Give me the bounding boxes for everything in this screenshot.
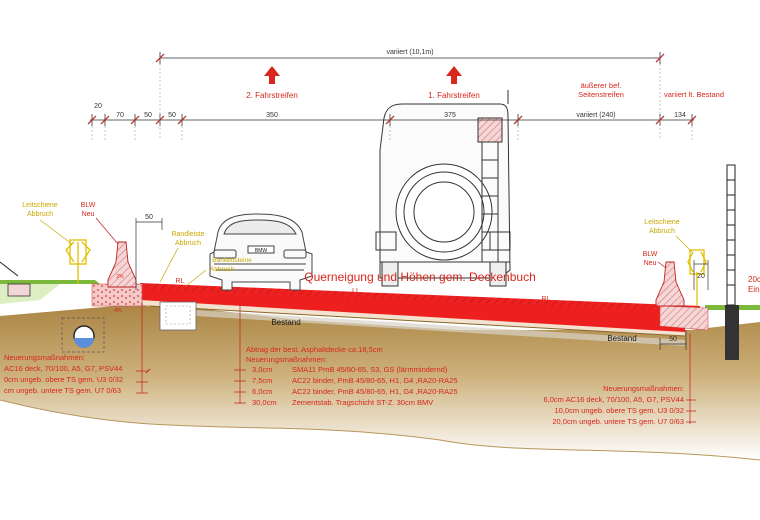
dim-seg-5: 350 <box>266 112 278 119</box>
lane-1-label: 1. Fahrstreifen <box>428 91 480 100</box>
right-notes-ticks <box>686 399 696 423</box>
right-blw-neu: Neu <box>644 260 657 267</box>
left-50-dimension <box>135 218 163 290</box>
left-notes-row-3: cm ungeb. untere TS gem. U7 0/63 <box>4 386 121 395</box>
lane-1-arrow-icon <box>446 66 462 84</box>
fence-post <box>725 164 739 360</box>
bankett-leader <box>185 269 207 287</box>
svg-text:7,5cm: 7,5cm <box>252 376 272 385</box>
bestand-left: Bestand <box>271 318 300 327</box>
right-20-dimension <box>693 260 709 290</box>
randleiste-abbruch: Abbruch <box>175 240 201 247</box>
bankett-label: Bankettsteine <box>212 257 252 264</box>
randleiste-inner <box>165 305 191 325</box>
svg-text:Zementstab. Tragschicht ST-Z.: Zementstab. Tragschicht ST-Z. 30cm BMV <box>292 398 433 407</box>
dim-seg-3: 50 <box>144 112 152 119</box>
dim-seg-7: variiert (240) <box>576 112 615 119</box>
existing-light <box>195 310 685 346</box>
overall-dimension-label: variiert (10,1m) <box>386 49 433 56</box>
center-title: Querneigung und Höhen gem. Deckenbuch <box>304 270 536 284</box>
dim-seg-4: 50 <box>168 112 176 119</box>
left-dim-50: 50 <box>145 214 153 221</box>
svg-text:AC22 binder, PmB 45/80-65, H1,: AC22 binder, PmB 45/80-65, H1, G4 ,RA20-… <box>292 376 458 385</box>
left-slope-small2: 4% <box>114 308 122 314</box>
randleiste-label: Randleiste <box>171 231 204 238</box>
middle-row-3: 6,0cm AC22 binder, PmB 45/80-65, H1, G4 … <box>234 387 458 396</box>
right-cut-20: 20c <box>748 275 760 284</box>
left-slope-small: 2% <box>116 274 124 280</box>
overall-dimension <box>155 52 665 64</box>
svg-text:30,0cm: 30,0cm <box>252 398 277 407</box>
bankett-abbruch: Abbruch <box>210 266 235 273</box>
right-shoulder-gravel <box>659 305 709 331</box>
randleiste-leader <box>159 247 179 283</box>
middle-row-1: 3,0cm SMA11 PmB 45/80-65, S3, GS (lärmmi… <box>234 365 448 374</box>
right-notes-row-3: 20,0cm ungeb. untere TS gem. U7 0/63 <box>552 417 684 426</box>
shoulder-label-2: Seitenstreifen <box>578 90 624 99</box>
lane-2-arrow-icon <box>264 66 280 84</box>
barrier-left <box>107 241 137 288</box>
grass-left <box>0 280 100 284</box>
svg-text:3,0cm: 3,0cm <box>252 365 272 374</box>
soil-lower-edge <box>0 399 760 461</box>
svg-text:SMA11 PmB 45/80-65, S3, GS (l: SMA11 PmB 45/80-65, S3, GS (lärmmindernd… <box>292 365 448 374</box>
left-leitschiene-label: Leitschiene <box>22 202 58 209</box>
middle-abtrag: Abtrag der best. Asphaltdecke ca.18,5cm <box>246 345 383 354</box>
left-edge-element <box>0 261 31 297</box>
right-50-dimension <box>659 330 687 350</box>
center-ll: LL <box>352 288 360 295</box>
dim-seg-2: 70 <box>116 112 124 119</box>
right-blw-label: BLW <box>643 251 658 258</box>
center-rl: RL <box>542 296 551 303</box>
segment-ticks <box>87 115 697 125</box>
right-notes-row-1: 6,0cm AC16 deck, 70/100, A5, G7, PSV44 <box>543 395 684 404</box>
extension-lines <box>91 64 693 140</box>
right-notes-row-2: 10,0cm ungeb. obere TS gem. U3 0/32 <box>554 406 684 415</box>
soil-body <box>0 303 760 460</box>
drain-pipe <box>61 317 105 353</box>
left-notes-row-1: AC16 deck, 70/100, A5, G7, PSV44 <box>4 364 122 373</box>
svg-text:6,0cm: 6,0cm <box>252 387 272 396</box>
right-dim-50: 50 <box>669 336 677 343</box>
left-rl-label: RL <box>176 278 185 285</box>
guardrail-right-removal <box>687 249 707 306</box>
left-blw-leader <box>95 217 119 245</box>
barrier-right <box>655 261 685 307</box>
right-leitschiene-leader <box>675 235 693 253</box>
middle-row-2: 7,5cm AC22 binder, PmB 45/80-65, H1, G4 … <box>234 376 458 385</box>
existing-label: variiert lt. Bestand <box>664 90 724 99</box>
left-notes-heading: Neuerungsmaßnahmen: <box>4 353 85 362</box>
surface-course <box>140 283 700 312</box>
right-leitschiene-abbruch: Abbruch <box>649 228 675 235</box>
existing-line <box>149 305 686 337</box>
left-leitschiene-leader <box>39 219 73 245</box>
left-blw-neu: Neu <box>82 211 95 218</box>
shoulder-label-1: äußerer bef. <box>581 81 622 90</box>
asphalt-layer <box>140 286 685 332</box>
bestand-right: Bestand <box>607 334 636 343</box>
dim-seg-6: 375 <box>444 112 456 119</box>
left-notes-row-2: 0cm ungeb. obere TS gem. U3 0/32 <box>4 375 123 384</box>
middle-row-4: 30,0cm Zementstab. Tragschicht ST-Z. 30c… <box>234 398 433 407</box>
dim-seg-1: 20 <box>94 103 102 110</box>
left-leitschiene-abbruch: Abbruch <box>27 211 53 218</box>
left-notes-leaders <box>136 302 151 394</box>
truck-rear-view <box>375 90 511 287</box>
right-blw-leader <box>657 261 667 269</box>
right-leitschiene-label: Leitschiene <box>644 219 680 226</box>
car-rear-view <box>209 213 313 291</box>
right-dim-20: 20 <box>697 273 705 280</box>
lane-2-label: 2. Fahrstreifen <box>246 91 298 100</box>
right-notes-heading: Neuerungsmaßnahmen: <box>603 384 684 393</box>
guardrail-left-removal <box>65 239 91 284</box>
left-blw-label: BLW <box>81 202 96 209</box>
car-badge: BMW <box>255 248 268 254</box>
dim-seg-8: 134 <box>674 112 686 119</box>
svg-text:AC22 binder, PmB 45/80-65, H1,: AC22 binder, PmB 45/80-65, H1, G4 ,RA20-… <box>292 387 458 396</box>
right-cut-ein: Ein <box>748 285 760 294</box>
middle-heading: Neuerungsmaßnahmen: <box>246 355 327 364</box>
